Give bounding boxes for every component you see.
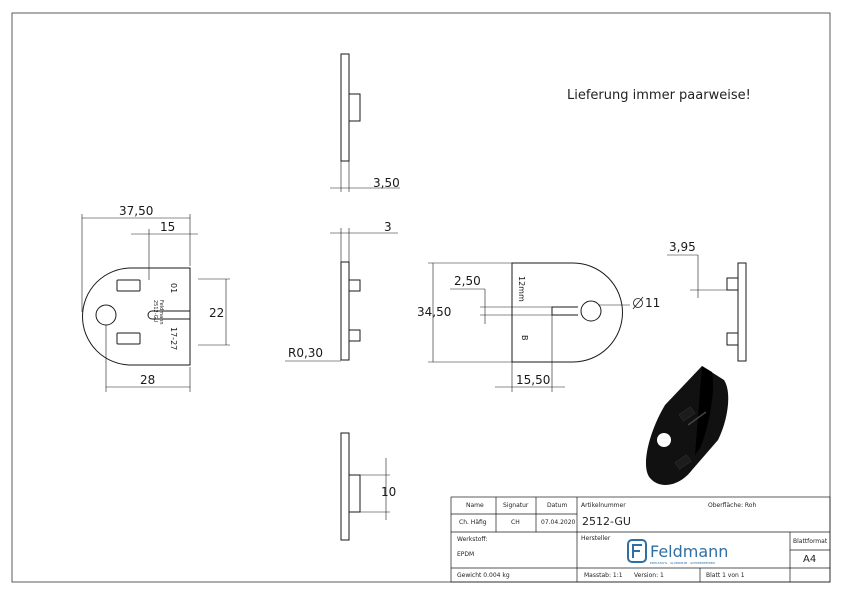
dim-slot-spacing: 22	[209, 306, 224, 320]
artikel-value: 2512-GU	[582, 515, 631, 528]
side-view-right	[726, 262, 747, 362]
name-label: Name	[466, 502, 484, 509]
feldmann-logo: Feldmann EDELSTAHL · ALUMINIUM · SCHMIED…	[627, 539, 728, 565]
signatur-value: CH	[511, 519, 520, 526]
front-view-plate-a	[82, 267, 191, 366]
dim-slot-depth: 15,50	[516, 373, 550, 387]
werkstoff-label: Werkstoff:	[457, 536, 488, 543]
datum-value: 07.04.2020	[541, 519, 576, 526]
dim-slot-width: 2,50	[454, 274, 481, 288]
dim-right-pad: 3,95	[669, 240, 696, 254]
dim-radius: R0,30	[288, 346, 323, 360]
dim-side-thickness: 3,50	[373, 176, 400, 190]
side-view-top	[340, 53, 361, 162]
marking-range: 17-27	[169, 327, 178, 350]
blattformat-label: Blattformat	[793, 538, 828, 545]
oberflaeche: Oberfläche: Roh	[708, 502, 757, 509]
side-view-bottom	[340, 432, 361, 541]
dim-front-height: 34,50	[417, 305, 451, 319]
datum-label: Datum	[547, 502, 568, 509]
blatt: Blatt 1 von 1	[706, 572, 745, 579]
hersteller-label: Hersteller	[581, 535, 611, 542]
marking-article: 2512-GU	[152, 300, 158, 323]
front-view-plate-b	[511, 262, 623, 363]
plate-a-markings: Feldmann 2512-GU 01 17-27	[152, 283, 178, 350]
dim-hole-offset: 28	[140, 373, 155, 387]
signatur-label: Signatur	[503, 502, 529, 509]
title-block	[450, 496, 831, 583]
dim-width-overall: 37,50	[119, 204, 153, 218]
blattformat-value: A4	[803, 554, 817, 565]
dims-plate-a	[81, 214, 230, 392]
marking-brand: Feldmann	[158, 300, 164, 325]
dim-slot-offset: 15	[160, 220, 175, 234]
side-view-middle	[340, 261, 361, 361]
name-value: Ch. Häfig	[459, 519, 487, 526]
dim-side-step: 3	[384, 220, 392, 234]
plate-b-markings: 12mm B	[517, 276, 529, 341]
version: Version: 1	[634, 572, 664, 579]
brand-name: Feldmann	[650, 542, 728, 561]
werkstoff-value: EPDM	[457, 551, 475, 558]
artikel-label: Artikelnummer	[581, 502, 626, 509]
isometric-part	[645, 366, 729, 485]
brand-tagline: EDELSTAHL · ALUMINIUM · SCHMIEDEEISEN	[650, 561, 715, 565]
marking-batch: 01	[169, 283, 178, 293]
diameter-symbol	[632, 296, 644, 310]
marking-size: 12mm	[517, 276, 526, 302]
delivery-note: Lieferung immer paarweise!	[567, 88, 751, 103]
dim-pad-height: 10	[381, 485, 396, 499]
drawing-border	[11, 12, 831, 583]
massstab: Masstab: 1:1	[584, 572, 623, 579]
dim-hole-diameter: 11	[645, 296, 660, 310]
gewicht: Gewicht 0.004 kg	[457, 572, 510, 579]
marking-letter: B	[520, 335, 529, 341]
